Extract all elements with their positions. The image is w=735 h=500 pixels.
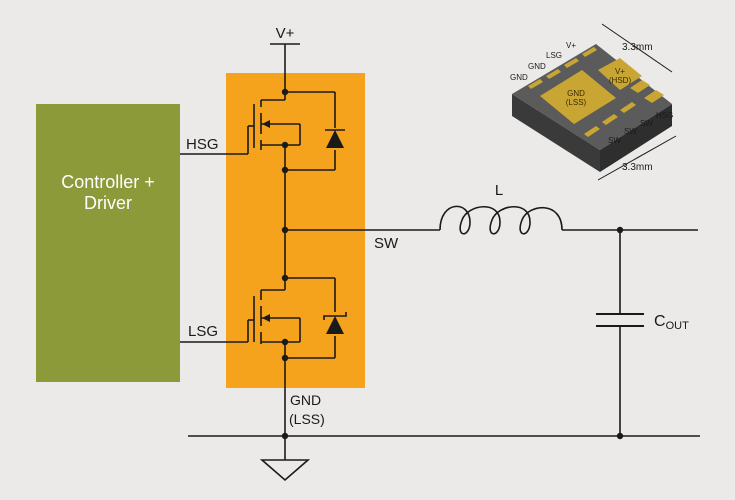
junction-dot	[281, 432, 289, 440]
package-pin-label: LSG	[546, 51, 562, 60]
junction-dot	[281, 338, 289, 346]
package-illustration: 3.3mm 3.3mm GND (LSS) V+ (HSD)	[510, 23, 677, 181]
svg-text:V+: V+	[615, 67, 625, 76]
package-pin-label: HSG	[656, 111, 673, 120]
high-side-diode	[325, 129, 345, 148]
package-dim-top: 3.3mm	[622, 42, 653, 53]
inductor-label: L	[495, 182, 503, 199]
package-pad-large	[540, 70, 616, 124]
package-pin-label: SW	[640, 119, 653, 128]
hsg-label: HSG	[186, 136, 219, 153]
svg-text:(LSS): (LSS)	[566, 98, 587, 107]
controller-label-line1: Controller +	[61, 172, 155, 192]
ground-symbol	[259, 459, 311, 482]
gnd-label: GND	[290, 392, 321, 408]
low-side-mosfet	[253, 277, 336, 359]
package-pad-small	[598, 58, 642, 90]
package-pin-label: V+	[566, 41, 576, 50]
junction-dot	[281, 141, 289, 149]
sw-label: SW	[374, 235, 399, 252]
svg-text:GND: GND	[567, 89, 585, 98]
package-pin-label: SW	[608, 136, 621, 145]
controller-block	[36, 104, 180, 382]
package-pin-label: GND	[510, 73, 528, 82]
low-side-schottky-diode	[323, 312, 347, 334]
svg-text:(HSD): (HSD)	[609, 76, 632, 85]
lsg-label: LSG	[188, 323, 218, 340]
lss-label: (LSS)	[289, 411, 325, 427]
cout-subscript: OUT	[666, 320, 690, 332]
controller-label-line2: Driver	[84, 193, 132, 213]
inductor	[439, 205, 563, 235]
cout-label: COUT	[654, 313, 689, 332]
package-pin-label: SW	[624, 127, 637, 136]
package-dim-bottom: 3.3mm	[622, 162, 653, 173]
package-pin-label: GND	[528, 62, 546, 71]
junction-dot	[281, 88, 289, 96]
vplus-label: V+	[276, 25, 295, 42]
